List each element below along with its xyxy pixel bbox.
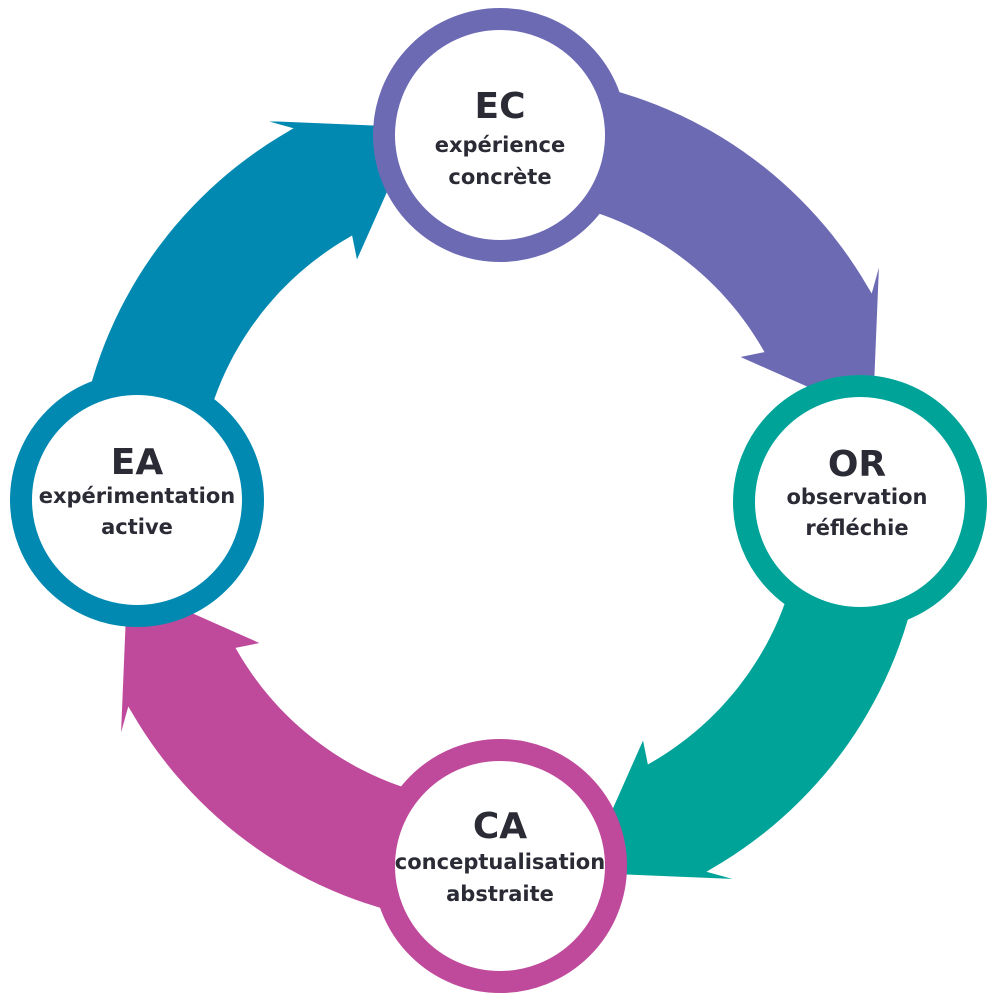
stage-or-ring: [733, 375, 987, 629]
nodes-layer: EC expérience concrète OR observation ré…: [10, 8, 987, 993]
stage-ec-line1: expérience: [435, 133, 566, 157]
stage-ec-ring: [373, 8, 627, 262]
stage-ec: EC expérience concrète: [373, 8, 627, 262]
stage-or-line2: réfléchie: [805, 516, 908, 540]
stage-or-line1: observation: [786, 485, 927, 509]
arrow-ec-to-or: [548, 74, 886, 425]
arrow-or-to-ca: [575, 548, 926, 886]
stage-ea-line1: expérimentation: [39, 484, 236, 508]
stage-ea-line2: active: [101, 515, 173, 539]
stage-ca-line1: conceptualisation: [395, 850, 605, 874]
stage-ca-ring: [373, 739, 627, 993]
stage-ca-line2: abstraite: [446, 882, 554, 906]
arrows-layer: [74, 74, 926, 926]
stage-ec-abbr: EC: [474, 86, 525, 127]
stage-or: OR observation réfléchie: [733, 375, 987, 629]
stage-or-abbr: OR: [828, 444, 886, 485]
arrow-ea-to-ec: [74, 114, 425, 452]
stage-ca: CA conceptualisation abstraite: [373, 739, 627, 993]
stage-ea: EA expérimentation active: [10, 373, 264, 627]
stage-ca-abbr: CA: [473, 806, 527, 847]
stage-ea-abbr: EA: [111, 442, 164, 483]
stage-ec-line2: concrète: [448, 165, 551, 189]
stage-ea-ring: [10, 373, 264, 627]
